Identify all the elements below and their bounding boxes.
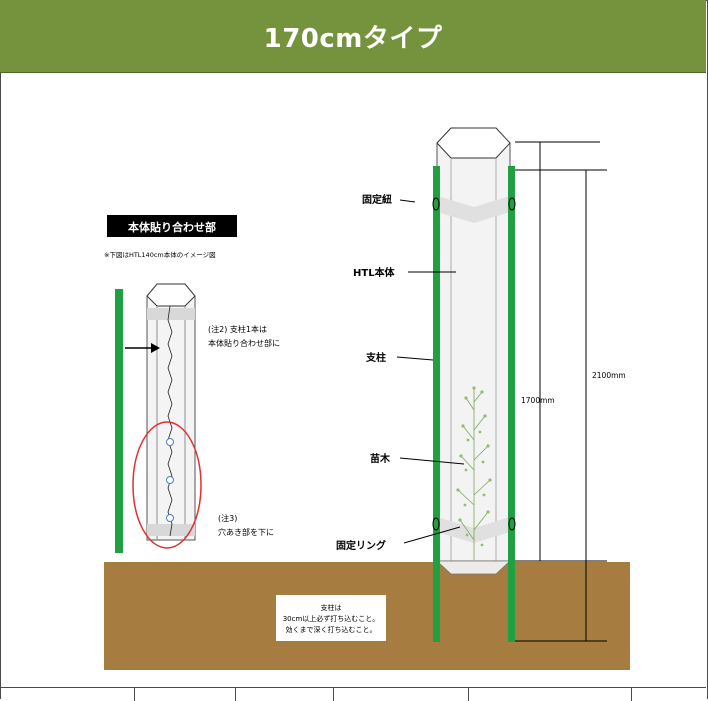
perforation-highlight-circle [132, 421, 202, 549]
table-divider [333, 688, 334, 701]
label-fixing-string: 固定紐 [362, 193, 392, 206]
label-htl-body: HTL本体 [353, 266, 396, 279]
note3-line1: (注3) [218, 513, 237, 523]
table-divider [134, 688, 135, 701]
ground-note-line1: 支柱は [321, 603, 342, 612]
left-tube [146, 283, 196, 541]
ground-note-box: 支柱は 30cm以上必ず打ち込むこと。 効くまで深く打ち込むこと。 [276, 595, 386, 641]
installation-diagram: 支柱は 30cm以上必ず打ち込むこと。 効くまで深く打ち込むこと。 本体貼り合わ… [0, 73, 706, 687]
table-divider [631, 688, 632, 701]
leader-lines [396, 199, 465, 544]
ground-note-line2: 30cm以上必ず打ち込むこと。 [283, 614, 380, 623]
note2-line2: 本体貼り合わせ部に [208, 338, 280, 348]
label-fixing-ring: 固定リング [336, 539, 386, 552]
main-tube [435, 127, 512, 575]
left-detail: 本体貼り合わせ部 ※下図はHTL140cm本体のイメージ図 (注2) 支柱1本は… [104, 215, 280, 553]
label-seedling: 苗木 [370, 452, 391, 465]
main-post-right [508, 166, 515, 642]
table-divider [468, 688, 469, 701]
seedling [456, 386, 492, 560]
left-detail-title-box [107, 215, 237, 237]
main-post-left [433, 166, 440, 642]
note2-line1: (注2) 支柱1本は [208, 324, 267, 334]
label-post: 支柱 [365, 351, 386, 364]
title-banner: 170cmタイプ [0, 0, 706, 73]
left-detail-note-caption: ※下図はHTL140cm本体のイメージ図 [104, 250, 216, 259]
bottom-table-strip [0, 687, 706, 701]
note3-line2: 穴あき部を下に [218, 527, 274, 537]
ground-note-line3: 効くまで深く打ち込むこと。 [286, 625, 377, 634]
fixing-string-band [437, 196, 510, 223]
dimension-2100: 2100mm [592, 371, 626, 380]
table-divider [235, 688, 236, 701]
fixing-knots [432, 197, 516, 531]
fixing-ring-band [437, 517, 510, 543]
dimension-lines [515, 141, 607, 642]
page-title: 170cmタイプ [263, 23, 443, 54]
left-detail-title: 本体貼り合わせ部 [128, 220, 216, 234]
dimension-1700: 1700mm [521, 396, 555, 405]
left-post [115, 289, 123, 553]
seam-arrow [125, 343, 160, 353]
